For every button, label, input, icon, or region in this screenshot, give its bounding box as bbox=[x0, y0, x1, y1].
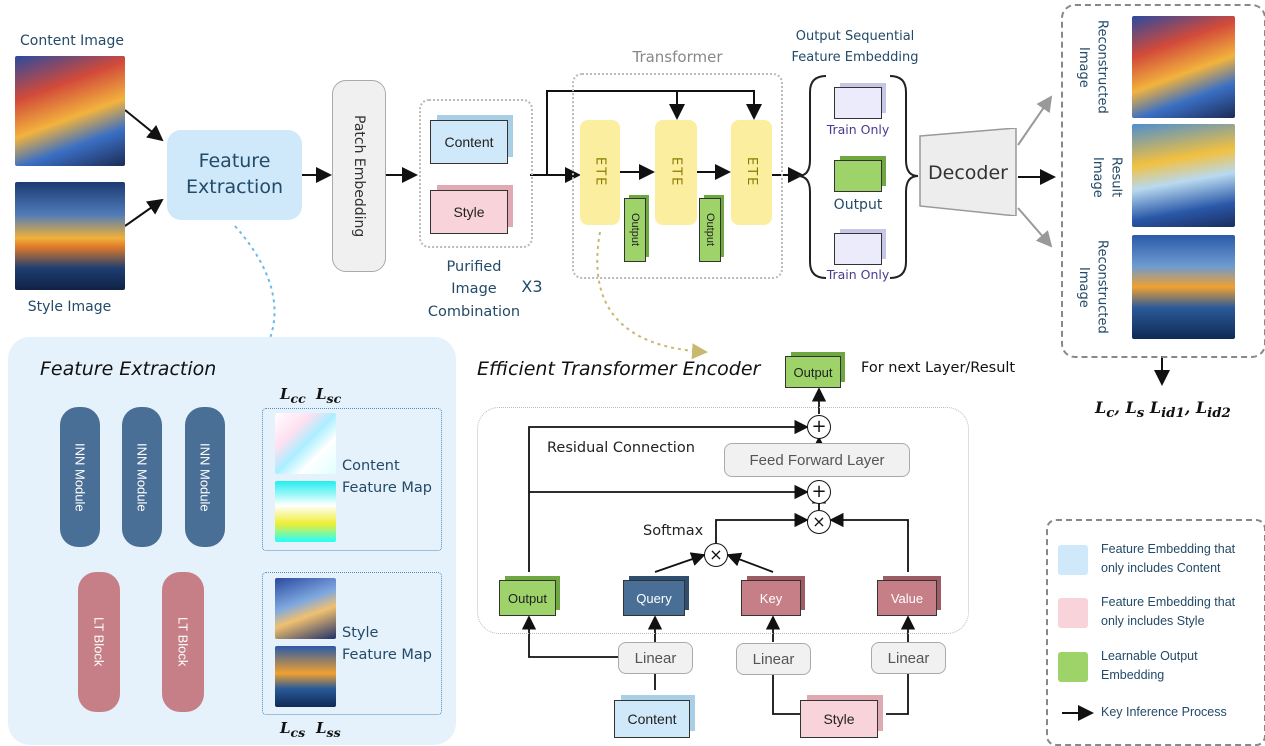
repeat-count: X3 bbox=[521, 277, 543, 296]
output-seq-title: Output Sequential Feature Embedding bbox=[791, 29, 919, 65]
content-image-label: Content Image bbox=[20, 33, 124, 49]
ete-block-1: ETE bbox=[580, 120, 620, 225]
train-only-top-label: Train Only bbox=[826, 122, 890, 137]
linear-value: Linear bbox=[871, 642, 946, 674]
legend-swatch-style bbox=[1058, 598, 1088, 628]
softmax-label: Softmax bbox=[643, 523, 704, 539]
multiply-node-left: × bbox=[704, 543, 728, 567]
next-layer-label: For next Layer/Result bbox=[861, 360, 1016, 376]
legend-learnable-text: Learnable Output Embedding bbox=[1101, 649, 1198, 682]
loss-ss: Lss bbox=[316, 719, 341, 740]
content-feature-map-box bbox=[262, 408, 442, 551]
linear-query: Linear bbox=[618, 642, 693, 674]
purified-content-embedding: Content bbox=[430, 120, 508, 164]
feature-extraction-block: Feature Extraction bbox=[167, 130, 302, 220]
style-feature-map-box bbox=[262, 572, 442, 715]
style-image-label: Style Image bbox=[27, 299, 112, 315]
value-embedding: Value bbox=[877, 580, 937, 616]
key-embedding: Key bbox=[741, 580, 801, 616]
decoder-label: Decoder bbox=[928, 162, 1008, 184]
add-node-top: + bbox=[807, 415, 831, 439]
transformer-title: Transformer bbox=[632, 48, 723, 66]
add-node-bottom: + bbox=[807, 480, 831, 504]
inn-module-1: INN Module bbox=[60, 407, 100, 547]
result-image-label: Result Image bbox=[1090, 157, 1124, 198]
train-only-bottom-label: Train Only bbox=[826, 267, 890, 282]
content-feature-map-label: Content Feature Map bbox=[342, 458, 433, 497]
ete-output-embedding: Output bbox=[499, 580, 556, 616]
ete-block-3: ETE bbox=[731, 120, 772, 225]
ete-inner-group bbox=[477, 407, 969, 634]
inn-module-2: INN Module bbox=[122, 407, 162, 547]
reconstructed-bottom-label: Reconstructed Image bbox=[1076, 240, 1110, 334]
style-feature-map-image-2 bbox=[275, 646, 336, 707]
fe-panel-title: Feature Extraction bbox=[40, 358, 217, 380]
residual-label: Residual Connection bbox=[547, 440, 695, 456]
purified-caption: Purified Image Combination bbox=[427, 259, 521, 320]
ete-block-2: ETE bbox=[655, 120, 697, 225]
legend-content-text: Feature Embedding that only includes Con… bbox=[1101, 542, 1236, 575]
feed-forward-layer: Feed Forward Layer bbox=[724, 443, 910, 477]
content-feature-map-image-1 bbox=[275, 413, 336, 474]
legend-inference-text: Key Inference Process bbox=[1101, 705, 1227, 719]
loss-cs: Lcs bbox=[280, 719, 306, 740]
linear-key: Linear bbox=[736, 643, 811, 675]
ete-output-1: Output bbox=[624, 198, 646, 262]
style-feature-map-label: Style Feature Map bbox=[342, 625, 433, 664]
reconstructed-top-label: Reconstructed Image bbox=[1076, 20, 1110, 114]
inn-module-3: INN Module bbox=[185, 407, 225, 547]
content-feature-map-image-2 bbox=[275, 481, 336, 542]
ete-output-top: Output bbox=[785, 356, 841, 388]
query-embedding: Query bbox=[623, 580, 685, 616]
reconstructed-style-image bbox=[1132, 235, 1235, 339]
ete-content-embedding: Content bbox=[614, 700, 690, 738]
ete-style-embedding: Style bbox=[800, 700, 878, 738]
multiply-node-right: × bbox=[807, 510, 831, 534]
patch-embedding-label: Patch Embedding bbox=[351, 114, 367, 238]
loss-cc: Lcc bbox=[280, 385, 306, 406]
loss-sc: Lsc bbox=[316, 385, 342, 406]
ete-label: ETE bbox=[744, 157, 759, 188]
ete-label: ETE bbox=[592, 157, 608, 188]
patch-embedding-block: Patch Embedding bbox=[332, 80, 386, 272]
train-only-embedding-top bbox=[834, 87, 882, 119]
result-image bbox=[1132, 124, 1235, 227]
ete-panel-title: Efficient Transformer Encoder bbox=[477, 358, 761, 380]
purified-group bbox=[419, 99, 533, 248]
lt-block-2: LT Block bbox=[162, 572, 204, 712]
train-only-embedding-bottom bbox=[834, 233, 882, 265]
style-feature-map-image-1 bbox=[275, 578, 336, 639]
final-losses: Lc, Ls Lid1, Lid2 bbox=[1095, 398, 1231, 422]
feature-extraction-label: Feature Extraction bbox=[186, 150, 283, 198]
legend-swatch-content bbox=[1058, 545, 1088, 575]
decoder-shape bbox=[919, 128, 1017, 216]
lt-block-1: LT Block bbox=[78, 572, 120, 712]
ete-output-2: Output bbox=[699, 198, 721, 262]
ete-label: ETE bbox=[668, 157, 684, 188]
output-embedding bbox=[834, 160, 882, 192]
legend-swatch-learnable bbox=[1058, 652, 1088, 682]
style-image bbox=[15, 182, 125, 290]
purified-style-embedding: Style bbox=[430, 190, 508, 234]
output-embedding-label: Output bbox=[833, 197, 883, 213]
legend-style-text: Feature Embedding that only includes Sty… bbox=[1101, 595, 1236, 628]
reconstructed-content-image bbox=[1132, 16, 1235, 118]
transformer-group bbox=[572, 73, 783, 279]
content-image bbox=[15, 56, 125, 166]
